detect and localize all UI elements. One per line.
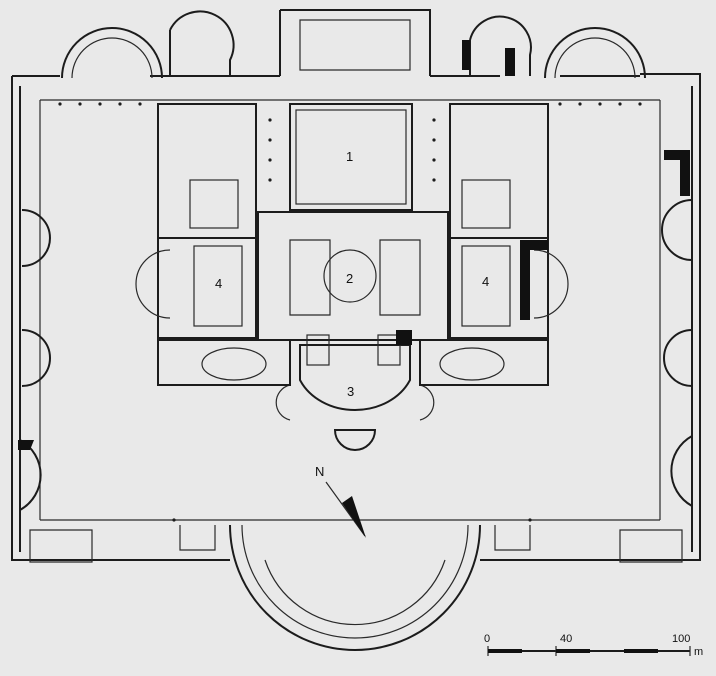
- side-exedrae: [18, 150, 693, 511]
- west-wing: [135, 103, 291, 386]
- scale-tick-40: 40: [560, 633, 572, 645]
- scale-bar: 0 40 100 m: [484, 633, 703, 658]
- room-label-3: 3: [347, 384, 354, 399]
- scale-tick-0: 0: [484, 633, 490, 645]
- north-arrow-label: N: [315, 464, 324, 479]
- central-block: [257, 211, 449, 451]
- room-label-2: 2: [346, 271, 353, 286]
- north-exedrae: [61, 9, 646, 79]
- scale-tick-100: 100: [672, 633, 690, 645]
- scale-unit: m: [694, 646, 703, 658]
- outer-enclosure-wall: [11, 73, 701, 561]
- north-arrow: N: [315, 464, 366, 538]
- room-label-4-east: 4: [482, 274, 489, 289]
- natatio-pool: [289, 103, 413, 211]
- east-wing: [419, 103, 569, 386]
- room-label-4-west: 4: [215, 276, 222, 291]
- colonnade-dots: [58, 102, 642, 522]
- room-label-1: 1: [346, 149, 353, 164]
- south-exedra: [29, 524, 683, 651]
